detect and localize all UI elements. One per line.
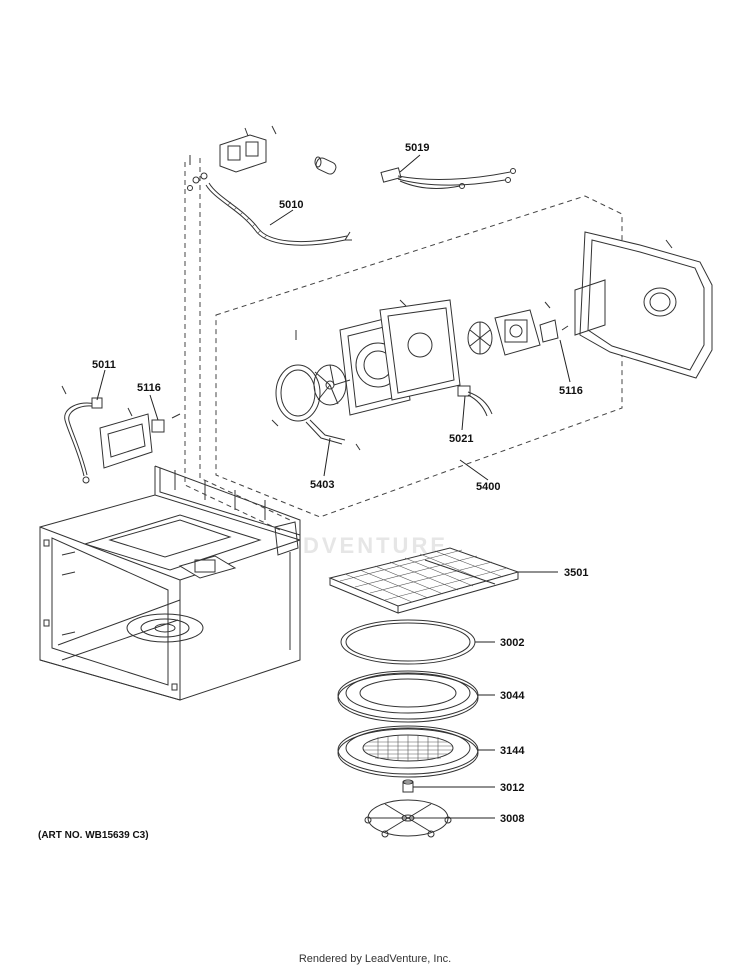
convection-heating-element-5403[interactable] <box>275 364 346 445</box>
harness-guide-line <box>184 162 281 531</box>
label-3012: 3012 <box>500 782 524 794</box>
sensor-harness-5011[interactable] <box>61 385 103 484</box>
label-3008: 3008 <box>500 813 524 825</box>
convection-housing[interactable] <box>574 231 713 379</box>
label-5116-right: 5116 <box>559 385 583 397</box>
control-bracket[interactable] <box>99 407 153 469</box>
label-5010: 5010 <box>279 199 303 211</box>
convection-motor[interactable] <box>494 309 541 356</box>
convection-baffle[interactable] <box>379 299 461 401</box>
label-5116-left: 5116 <box>137 382 161 394</box>
convection-fan-blade[interactable] <box>467 321 493 355</box>
art-number: (ART NO. WB15639 C3) <box>38 830 149 841</box>
leader-lines <box>96 154 571 819</box>
wire-harness-5019[interactable] <box>380 167 516 190</box>
label-5400: 5400 <box>476 481 500 493</box>
label-3501: 3501 <box>564 567 588 579</box>
tray-3044[interactable] <box>337 670 479 723</box>
harness-guide-line-2 <box>199 158 291 521</box>
bracket-5116-left[interactable] <box>151 413 181 433</box>
label-5019: 5019 <box>405 142 429 154</box>
oven-cavity[interactable] <box>39 465 301 701</box>
roller-guide-3008[interactable] <box>364 799 452 838</box>
thermal-switch-5021[interactable] <box>457 385 493 417</box>
bracket-5116-right[interactable] <box>539 319 569 343</box>
wire-harness-5010[interactable] <box>187 125 353 246</box>
label-3144: 3144 <box>500 745 525 757</box>
label-5021: 5021 <box>449 433 473 445</box>
tray-3144[interactable] <box>337 725 479 778</box>
oven-rack-3501[interactable] <box>328 547 520 614</box>
assembly-5400-boundary <box>215 195 623 518</box>
label-3002: 3002 <box>500 637 524 649</box>
coupler-3012[interactable] <box>402 779 414 793</box>
roller-ring-3002[interactable] <box>340 619 476 665</box>
ferrite-bead[interactable] <box>314 156 337 175</box>
label-3044: 3044 <box>500 690 525 702</box>
label-5403: 5403 <box>310 479 334 491</box>
footer-credit: Rendered by LeadVenture, Inc. <box>298 953 452 965</box>
label-5011: 5011 <box>92 359 116 371</box>
screws <box>271 299 551 451</box>
